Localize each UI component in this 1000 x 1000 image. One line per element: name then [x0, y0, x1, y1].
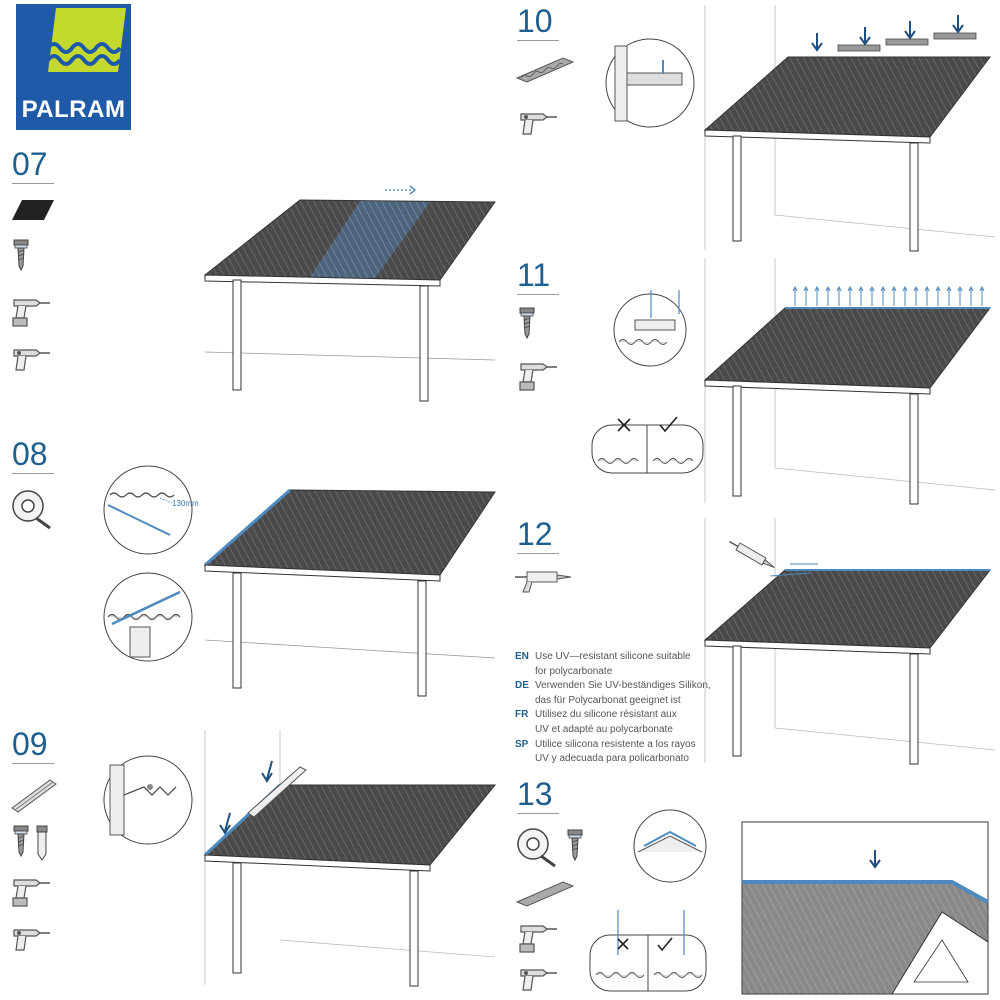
correct-mark-icon	[657, 937, 673, 952]
flashing-profile-icon	[11, 779, 57, 813]
palram-logo: PALRAM	[16, 4, 131, 130]
instruction-text-block: EN Use UV—resistant silicone suitable fo…	[515, 650, 715, 767]
incorrect-mark-icon	[617, 938, 629, 950]
screw-arrow-head	[924, 285, 930, 292]
screw-arrow-head	[891, 285, 897, 292]
step-11-detail-compare	[591, 416, 704, 474]
screw-arrow-head	[946, 285, 952, 292]
screw-arrow-head	[957, 285, 963, 292]
screw-icon	[13, 239, 29, 271]
step-13-ridge-scene	[741, 821, 989, 995]
cordless-drill-icon	[12, 879, 51, 907]
screw-arrow-head	[803, 285, 809, 292]
instruction-de: DE Verwenden Sie UV-beständiges Silikon,…	[515, 680, 711, 706]
step-08-scene	[203, 488, 496, 697]
step-13-detail-compare	[589, 910, 707, 992]
screw-arrow-head	[880, 285, 886, 292]
step-number-13: 13	[517, 775, 559, 814]
step-12-scene	[703, 518, 996, 765]
step-13-detail-top	[633, 809, 707, 883]
sealing-strip-icon	[12, 200, 54, 220]
screw-icon	[13, 825, 29, 857]
screw-arrow-head	[847, 285, 853, 292]
anchor-plug-icon	[36, 825, 48, 861]
sealing-tape-roll-icon	[11, 489, 52, 530]
instruction-fr: FR Utilisez du silicone résistant aux UV…	[515, 709, 677, 735]
step-10-detail	[605, 38, 695, 128]
step-11-detail-top	[613, 290, 687, 367]
screw-arrow-head	[858, 285, 864, 292]
screw-icon	[567, 829, 583, 861]
logo-wave-icon	[46, 8, 126, 72]
foam-filler-strip-icon	[515, 57, 575, 83]
step-number-08: 08	[12, 435, 54, 474]
step-number-10: 10	[517, 2, 559, 41]
screw-arrow-head	[968, 285, 974, 292]
screw-arrow-head	[935, 285, 941, 292]
step-09-scene	[203, 730, 497, 987]
instruction-en: EN Use UV—resistant silicone suitable fo…	[515, 651, 691, 677]
step-number-11: 11	[517, 256, 559, 295]
step-number-09: 09	[12, 725, 54, 764]
step-07-scene	[203, 185, 496, 402]
screw-arrow-head	[814, 285, 820, 292]
foam-filler-strip-icon	[515, 881, 575, 907]
screw-arrow-head	[792, 285, 798, 292]
drill-icon	[520, 113, 558, 135]
screw-arrow-head	[836, 285, 842, 292]
detail-dimension-label: 130mm	[172, 499, 199, 508]
screw-arrow-head	[825, 285, 831, 292]
screw-arrow-head	[913, 285, 919, 292]
cordless-drill-icon	[12, 299, 51, 327]
screw-arrow-head	[902, 285, 908, 292]
drill-icon	[520, 969, 558, 991]
step-08-detail-bottom	[103, 572, 193, 662]
step-number-07: 07	[12, 145, 54, 184]
instruction-sp: SP Utilice silicona resistente a los ray…	[515, 738, 696, 765]
step-11-scene	[703, 258, 996, 505]
drill-icon	[13, 929, 51, 951]
cordless-drill-icon	[519, 363, 558, 391]
step-10-scene	[703, 5, 996, 252]
step-08-detail-top: 130mm	[103, 465, 199, 555]
sealing-tape-roll-icon	[516, 827, 557, 868]
logo-brand-text: PALRAM	[21, 96, 126, 123]
correct-mark-icon	[659, 416, 678, 433]
screw-arrow-head	[869, 285, 875, 292]
step-09-detail	[103, 755, 193, 845]
step-number-12: 12	[517, 515, 559, 554]
incorrect-mark-icon	[617, 418, 631, 432]
silicone-gun-icon	[515, 571, 572, 593]
screw-position-arrows	[792, 285, 985, 306]
drill-icon	[13, 349, 51, 371]
screw-arrow-head	[979, 285, 985, 292]
cordless-drill-icon	[519, 925, 558, 953]
screw-icon	[519, 307, 535, 339]
